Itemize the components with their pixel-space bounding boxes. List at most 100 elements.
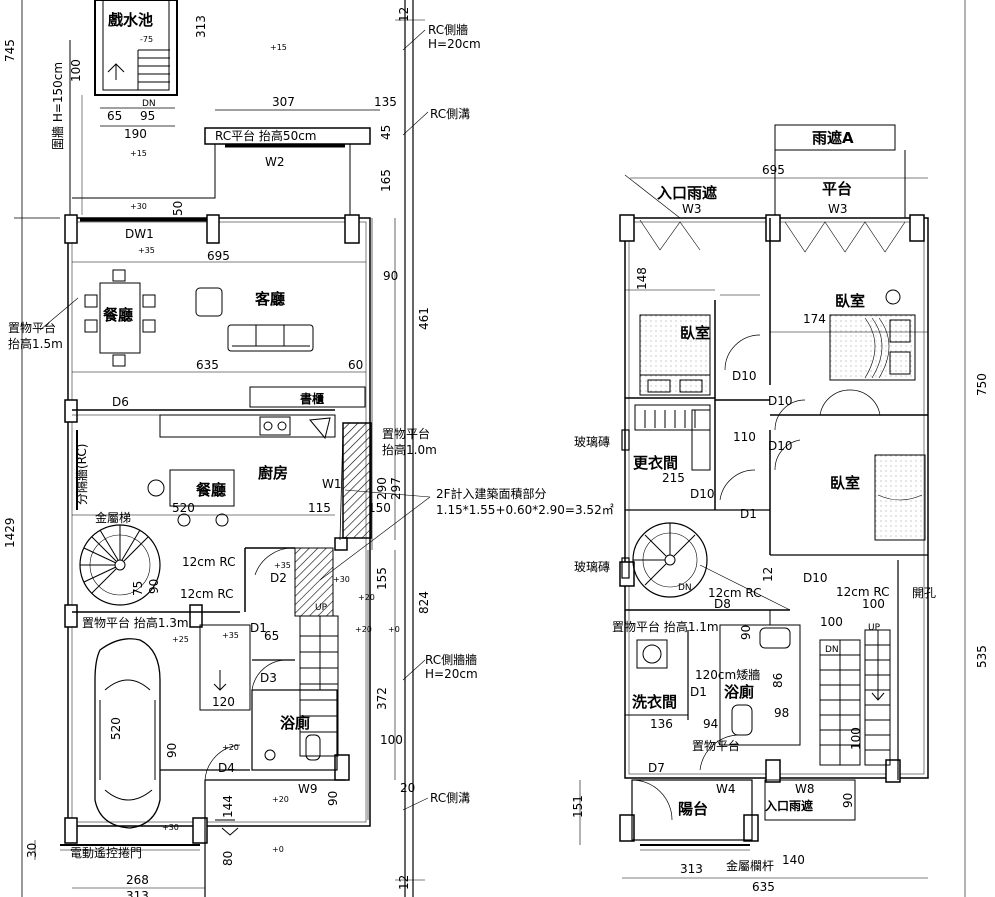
dimension-12: 12 [397,875,411,890]
dimension-98: 98 [774,706,789,720]
dimension-75: 75 [131,581,145,596]
dimension-95: 95 [140,109,155,123]
dimension-1429: 1429 [3,517,17,548]
label-up: UP [868,623,881,633]
dimension-115: 115 [308,501,331,515]
note-shelf-2: 置物平台 [382,426,430,441]
dimension-165: 165 [379,169,393,192]
dimension-148: 148 [635,267,649,290]
label-door-d4: D4 [218,761,235,775]
dimension-174: 174 [803,312,826,326]
dimension-45: 45 [379,125,393,140]
left-plan-text: 戲水池 客廳 餐廳 廚房 餐廳 浴廁 書櫃 RC側牆 H=20cm RC側溝 R… [3,7,614,897]
level-mark: +0 [388,625,400,634]
note-rc-12cm-b: 12cm RC [180,587,234,601]
note-metal-stair: 金屬梯 [95,510,131,525]
dimension-535: 535 [975,645,989,668]
label-door-d10: D10 [732,369,757,383]
label-window-dw1: DW1 [125,227,154,241]
room-label-kitchen: 廚房 [258,464,288,482]
dimension-313: 313 [680,862,703,876]
level-mark: +20 [358,593,375,602]
level-mark: +30 [162,823,179,832]
note-shelf-4: 置物平台 抬高1.1m [612,619,719,634]
note-shelf-5: 置物平台 [692,738,740,753]
dimension-86: 86 [771,673,785,688]
dimension-80: 80 [221,851,235,866]
dimension-120: 120 [212,695,235,709]
label-door-d8: D8 [714,597,731,611]
room-label-bath: 浴廁 [280,714,310,732]
note-shelf-1: 置物平台 [8,320,56,335]
dimension-90: 90 [383,269,398,283]
label-bookcase: 書櫃 [300,391,324,406]
label-door-d1-b: D1 [690,685,707,699]
dimension-461: 461 [417,307,431,330]
dimension-20: 20 [400,781,415,795]
dimension-90: 90 [841,793,855,808]
label-window-w9: W9 [298,782,318,796]
label-window-w1: W1 [322,477,342,491]
note-shelf-1-height: 抬高1.5m [8,336,63,351]
dimension-90: 90 [165,743,179,758]
label-window-w3-b: W3 [828,202,848,216]
room-label-pool: 戲水池 [108,11,153,29]
left-floor-plan [14,0,431,897]
note-rc-wall-top-height: H=20cm [428,37,481,51]
note-rc-wall-mid-height: H=20cm [425,667,478,681]
note-rc-wall-mid: RC側牆牆 [425,652,477,667]
room-label-bedroom-3: 臥室 [830,474,860,492]
room-label-bedroom-1: 臥室 [680,324,710,342]
dimension-635: 635 [752,880,775,894]
dimension-520: 520 [109,717,123,740]
level-mark: +35 [222,631,239,640]
room-label-bedroom-2: 臥室 [835,292,865,310]
room-label-laundry: 洗衣間 [632,693,677,711]
right-plan-text: 雨遮A 入口雨遮 平台 臥室 臥室 臥室 更衣間 洗衣間 浴廁 陽台 入口雨遮 … [571,129,989,894]
note-opening: 開孔 [912,586,936,600]
dimension-30: 30 [25,843,39,858]
level-mark: +35 [138,246,155,255]
dimension-290: 290 [375,477,389,500]
room-label-dining: 餐廳 [103,306,133,324]
note-glass-brick-2: 玻璃磚 [574,560,610,574]
level-mark: +35 [274,561,291,570]
room-label-canopy-a: 雨遮A [812,129,854,147]
dimension-297: 297 [389,477,403,500]
label-door-d6: D6 [112,395,129,409]
label-door-d10: D10 [768,394,793,408]
note-glass-brick-1: 玻璃磚 [574,435,610,449]
note-garage-door: 電動遙控捲門 [70,846,142,860]
label-window-w2: W2 [265,155,285,169]
label-door-d10: D10 [803,571,828,585]
dimension-151: 151 [571,795,585,818]
label-up: UP [315,603,328,613]
level-mark: +25 [172,635,189,644]
label-dn: DN [825,645,839,655]
note-metal-railing: 金屬欄杆 [726,858,774,873]
label-window-w4: W4 [716,782,736,796]
note-2f-area-title: 2F計入建築面積部分 [436,486,547,501]
label-door-d1: D1 [250,621,267,635]
dimension-268: 268 [126,873,149,887]
level-mark: +20 [272,795,289,804]
room-label-entry-canopy: 入口雨遮 [657,184,717,202]
level-mark: +20 [222,743,239,752]
level-mark: +15 [130,149,147,158]
dimension-60: 60 [348,358,363,372]
dimension-745: 745 [3,39,17,62]
note-fence: 圍牆 H=150cm [50,62,65,150]
dimension-90: 90 [326,791,340,806]
dimension-90: 90 [739,625,753,640]
room-label-kitchen-dining: 餐廳 [196,481,226,499]
dimension-155: 155 [375,567,389,590]
label-door-d2: D2 [270,571,287,585]
note-shelf-2-height: 抬高1.0m [382,442,437,457]
dimension-65: 65 [107,109,122,123]
dimension-94: 94 [703,717,718,731]
note-rc-12cm-a: 12cm RC [182,555,236,569]
dimension-190: 190 [124,127,147,141]
note-rc-ditch-bottom: RC側溝 [430,791,470,805]
dimension-313: 313 [126,889,149,897]
room-label-living: 客廳 [254,290,285,308]
